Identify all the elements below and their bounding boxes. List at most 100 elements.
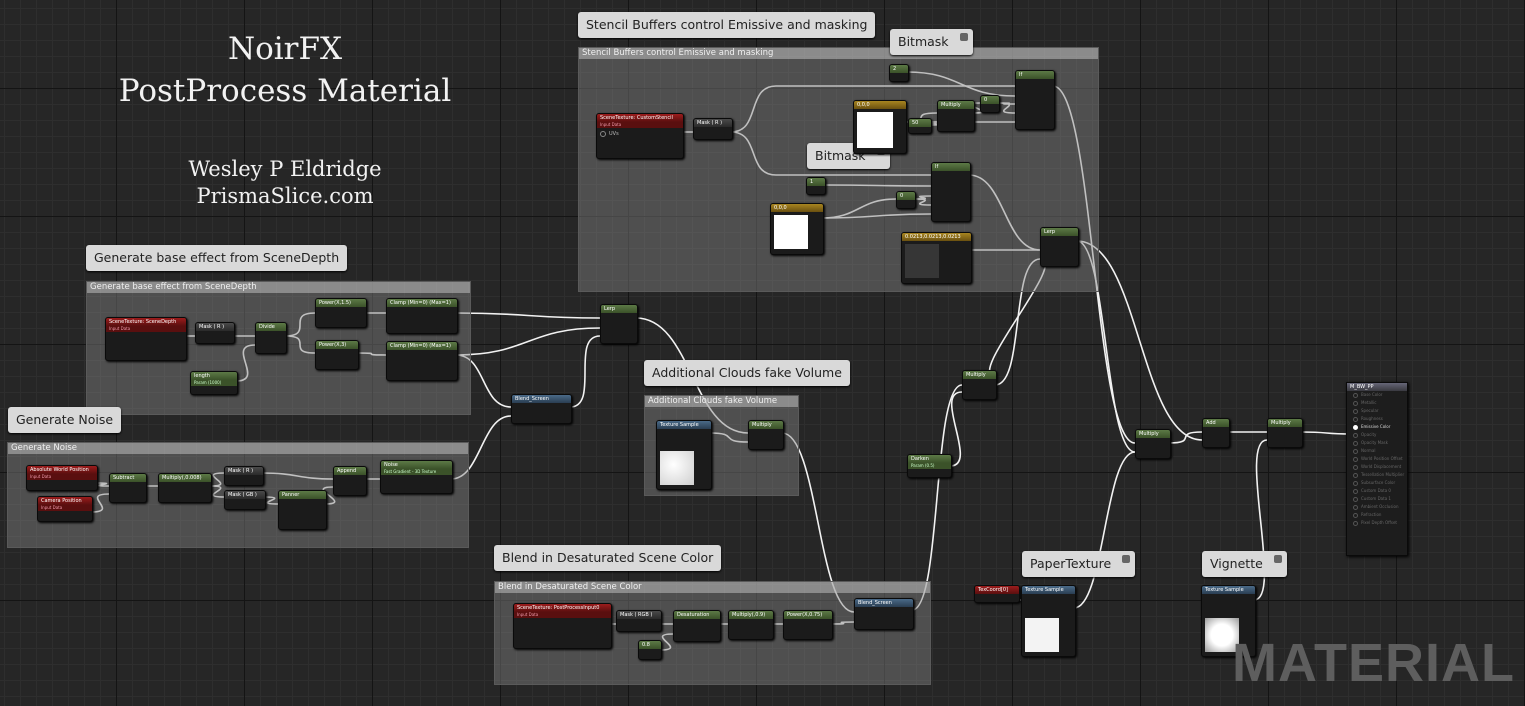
node-camera-position[interactable]: Camera Position Input Data: [37, 496, 93, 522]
node-wire: [455, 327, 601, 356]
bubble-clouds[interactable]: Additional Clouds fake Volume: [644, 360, 850, 386]
node-multiply-darken[interactable]: Multiply: [962, 370, 997, 400]
material-pin[interactable]: Opacity Mask: [1347, 439, 1407, 447]
node-multiply-paper[interactable]: Multiply: [1135, 429, 1171, 459]
pin-icon[interactable]: [1122, 555, 1131, 563]
node-lerp-mid[interactable]: Lerp: [600, 304, 638, 344]
material-pin[interactable]: Normal: [1347, 447, 1407, 455]
material-pin[interactable]: Emissive Color: [1347, 423, 1407, 431]
node-noise[interactable]: Noise Fast Gradient - 3D Texture: [380, 460, 453, 494]
material-pin[interactable]: Ambient Occlusion: [1347, 503, 1407, 511]
node-scenetexture-scenedepth[interactable]: SceneTexture: SceneDepth Input Data: [105, 317, 187, 361]
bubble-noise[interactable]: Generate Noise: [8, 407, 122, 433]
material-pin[interactable]: Custom Data 1: [1347, 495, 1407, 503]
bubble-desat[interactable]: Blend in Desaturated Scene Color: [494, 545, 722, 571]
node-if-b[interactable]: If: [931, 162, 971, 222]
node-wire: [263, 496, 279, 505]
bubble-scenedepth[interactable]: Generate base effect from SceneDepth: [86, 245, 348, 271]
material-pin[interactable]: Subsurface Color: [1347, 479, 1407, 487]
node-multiply-09[interactable]: Multiply(,0.9): [728, 610, 774, 640]
bubble-stencil[interactable]: Stencil Buffers control Emissive and mas…: [578, 12, 876, 38]
node-constant-2[interactable]: 2: [889, 64, 909, 82]
node-scenetexture-postprocessinput[interactable]: SceneTexture: PostProcessInput0 Input Da…: [513, 603, 612, 649]
node-darken-param[interactable]: Darken Param (0.5): [907, 454, 952, 478]
material-pin[interactable]: Base Color: [1347, 391, 1407, 399]
material-pin[interactable]: Custom Data 0: [1347, 487, 1407, 495]
node-subtitle: Input Data: [106, 326, 186, 332]
node-wire: [261, 472, 334, 480]
node-scenetexture-customstencil[interactable]: SceneTexture: CustomStencil Input Data U…: [596, 113, 684, 159]
node-title: Multiply: [1136, 430, 1170, 438]
node-title: 2: [890, 65, 908, 73]
node-constant-50[interactable]: 50: [908, 118, 932, 134]
material-pin[interactable]: Roughness: [1347, 415, 1407, 423]
node-wire: [913, 198, 932, 206]
material-pin[interactable]: Pixel Depth Offset: [1347, 519, 1407, 527]
node-multiply-0008[interactable]: Multiply(,0.008): [158, 473, 212, 503]
node-mask-gb[interactable]: Mask ( GB ): [224, 490, 266, 510]
node-title: SceneTexture: CustomStencil: [597, 114, 683, 122]
node-wire: [450, 415, 512, 480]
material-pin[interactable]: Refraction: [1347, 511, 1407, 519]
node-vector3-a[interactable]: 0,0,0: [853, 100, 907, 154]
comment-desat-header: Blend in Desaturated Scene Color: [495, 582, 930, 593]
node-texture-sample-vignette[interactable]: Texture Sample: [1201, 585, 1256, 657]
node-mask-rgb[interactable]: Mask ( RGB ): [616, 610, 662, 632]
material-pin[interactable]: Tessellation Multiplier: [1347, 471, 1407, 479]
node-texture-sample-paper[interactable]: Texture Sample: [1021, 585, 1076, 657]
node-mask-r-stencil[interactable]: Mask ( R ): [693, 118, 733, 140]
node-multiply-final[interactable]: Multiply: [1267, 418, 1303, 448]
node-panner[interactable]: Panner: [278, 490, 327, 530]
node-power-3[interactable]: Power(X,3): [315, 340, 359, 370]
material-pin[interactable]: World Position Offset: [1347, 455, 1407, 463]
node-multiply-clouds[interactable]: Multiply: [748, 420, 784, 450]
pin-icon[interactable]: [959, 33, 968, 41]
node-constant-0-a[interactable]: 0: [980, 95, 1000, 113]
bubble-vignette[interactable]: Vignette: [1202, 551, 1287, 577]
node-vector3-b[interactable]: 0,0,0: [770, 203, 824, 255]
material-pin[interactable]: World Displacement: [1347, 463, 1407, 471]
node-blend-screen-a[interactable]: Blend_Screen: [511, 394, 572, 424]
node-constant-0-b[interactable]: 0: [896, 191, 916, 209]
node-absolute-world-position[interactable]: Absolute World Position Input Data: [26, 465, 98, 491]
node-constant-1[interactable]: 1: [806, 177, 826, 195]
node-vector3-c[interactable]: 0.0213,0.0213,0.0213: [901, 232, 972, 284]
node-texture-sample-clouds[interactable]: Texture Sample: [656, 420, 712, 490]
node-if-a[interactable]: If: [1015, 70, 1055, 130]
node-power-075[interactable]: Power(X,0.75): [783, 610, 833, 640]
node-lerp-top[interactable]: Lerp: [1040, 227, 1079, 267]
comment-stencil[interactable]: Stencil Buffers control Emissive and mas…: [578, 47, 1099, 292]
node-multiply-50[interactable]: Multiply: [937, 100, 975, 132]
node-clamp-b[interactable]: Clamp (Min=0) (Max=1): [386, 341, 458, 381]
node-divide[interactable]: Divide: [255, 322, 287, 354]
node-length-param[interactable]: length Param (1000): [190, 371, 238, 395]
node-texcoord[interactable]: TexCoord[0]: [974, 585, 1020, 603]
node-wire: [235, 344, 256, 382]
node-wire: [730, 131, 777, 176]
bubble-paper[interactable]: PaperTexture: [1022, 551, 1136, 577]
node-append[interactable]: Append: [333, 466, 367, 496]
bubble-bitmask-a[interactable]: Bitmask: [890, 29, 973, 55]
node-wire: [455, 354, 512, 408]
node-blend-screen-b[interactable]: Blend_Screen: [854, 598, 914, 630]
node-clamp-a[interactable]: Clamp (Min=0) (Max=1): [386, 298, 458, 334]
node-add[interactable]: Add: [1202, 418, 1230, 448]
node-desaturation[interactable]: Desaturation: [673, 610, 721, 642]
pin-uvs[interactable]: UVs: [600, 130, 680, 138]
material-pin[interactable]: Metallic: [1347, 399, 1407, 407]
node-subtract[interactable]: Subtract: [109, 473, 147, 503]
node-title: Texture Sample: [1022, 586, 1075, 594]
node-mask-r-noise[interactable]: Mask ( R ): [224, 466, 264, 486]
node-power-1-5[interactable]: Power(X,1.5): [315, 298, 367, 328]
material-pin[interactable]: Specular: [1347, 407, 1407, 415]
node-wire: [284, 335, 316, 354]
node-wire: [994, 258, 1041, 386]
pin-icon[interactable]: [1273, 555, 1282, 563]
color-swatch: [774, 215, 808, 249]
node-mask-r-depth[interactable]: Mask ( R ): [195, 322, 235, 344]
node-constant-08[interactable]: 0.8: [638, 640, 662, 660]
material-pin[interactable]: Opacity: [1347, 431, 1407, 439]
node-title: 0,0,0: [771, 204, 823, 212]
